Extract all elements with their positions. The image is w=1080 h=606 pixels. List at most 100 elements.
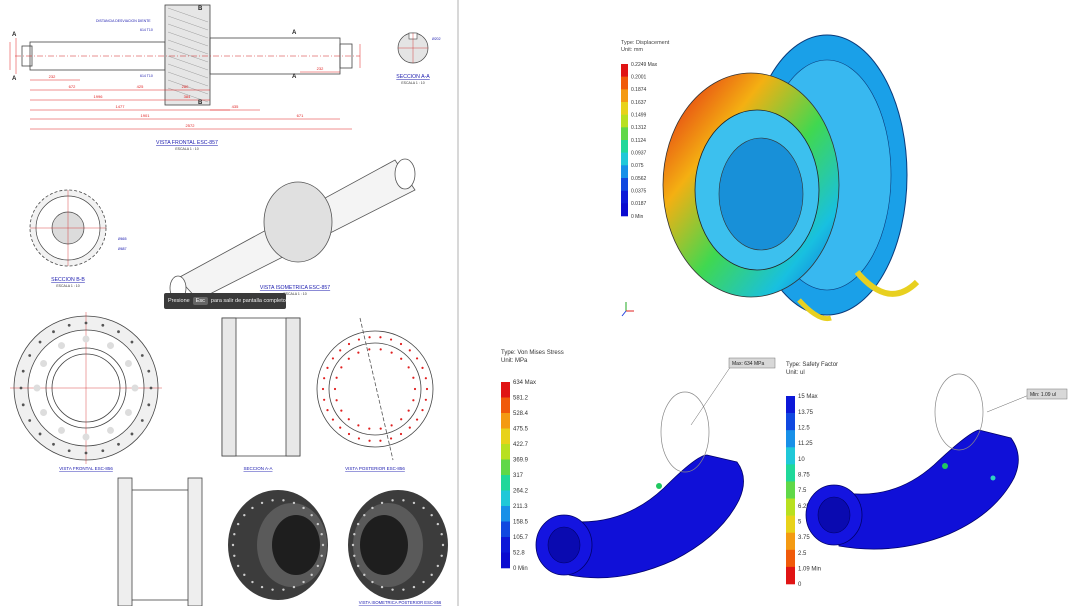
- legend-swatch: [786, 413, 795, 431]
- svg-text:B: B: [198, 6, 203, 12]
- legend-swatch: [621, 178, 628, 191]
- bolt-hole: [363, 513, 366, 517]
- legend-swatch: [621, 76, 628, 90]
- bolt-hole: [412, 585, 416, 589]
- svg-text:2572: 2572: [186, 123, 196, 128]
- bolt-hole: [353, 554, 356, 557]
- bolt-hole: [124, 409, 132, 416]
- iso-view-title: VISTA ISOMETRICA ESC-857: [260, 285, 330, 291]
- svg-text:614 T10: 614 T10: [140, 28, 153, 32]
- dimension-labels: 232 672 425 280 1996 384 1477 435 1901 6…: [49, 66, 324, 128]
- bolt-hole: [271, 588, 274, 591]
- sf-type-label: Type: Safety Factor: [786, 362, 838, 368]
- bolt-hole: [402, 588, 405, 591]
- legend-tick-label: 0 Min: [631, 214, 643, 220]
- drum-iso-render-1: [228, 490, 328, 600]
- bolt-hole: [316, 564, 320, 568]
- legend-swatch: [621, 64, 628, 77]
- bolt-hole: [310, 513, 313, 517]
- legend-tick-label: 528.4: [513, 411, 529, 417]
- legend-tick-label: 11.25: [798, 441, 813, 447]
- bolt-hole: [379, 439, 382, 442]
- vm-type-label: Type: Von Mises Stress: [501, 350, 564, 356]
- bolt-hole: [389, 437, 393, 440]
- legend-tick-label: 12.5: [798, 425, 810, 431]
- legend-tick-label: 2.5: [798, 551, 807, 557]
- legend-swatch: [786, 515, 795, 534]
- bolt-hole: [38, 432, 42, 436]
- legend-swatch: [786, 464, 795, 482]
- bolt-hole: [379, 427, 382, 430]
- bolt-hole: [84, 321, 88, 325]
- bolt-hole: [407, 409, 410, 412]
- bolt-hole: [21, 403, 25, 407]
- drum-side-view: [117, 477, 203, 606]
- bolt-hole: [415, 357, 419, 360]
- svg-text:1996: 1996: [94, 94, 104, 99]
- legend-tick-label: 264.2: [513, 489, 529, 495]
- fullscreen-tip-prefix: Presione: [168, 298, 190, 304]
- bolt-hole: [440, 554, 443, 557]
- bolt-hole: [320, 554, 323, 557]
- fea-canvas: Type: Displacement Unit: mm 0.2249 Max0.…: [501, 34, 1068, 588]
- bolt-hole: [147, 369, 151, 373]
- bolt-hole: [357, 338, 361, 341]
- brake-disc-model: [662, 34, 920, 322]
- svg-text:A: A: [292, 74, 297, 80]
- bolt-hole: [233, 533, 236, 536]
- bolt-hole: [302, 506, 305, 510]
- section-marks: A A A A B B: [12, 6, 297, 106]
- legend-tick-label: 0.1637: [631, 100, 647, 106]
- legend-tick-label: 13.75: [798, 410, 814, 416]
- bolt-hole: [357, 351, 360, 354]
- bolt-hole: [67, 323, 71, 327]
- bolt-hole: [408, 426, 411, 429]
- gear-teeth: [167, 7, 209, 103]
- safety-factor-result: Type: Safety Factor Unit: ul 15 Max13.75…: [786, 362, 1068, 588]
- bolt-hole: [430, 513, 433, 517]
- svg-text:Ø687: Ø687: [118, 247, 127, 251]
- bolt-hole: [391, 499, 394, 502]
- drum-rear-title: VISTA POSTERIOR ESC-856: [345, 466, 405, 471]
- sf-unit-label: Unit: ul: [786, 370, 805, 376]
- bolt-hole: [302, 580, 305, 584]
- legend-swatch: [501, 444, 510, 460]
- bolt-hole: [130, 432, 134, 436]
- section-bb-title: SECCION B-B: [51, 277, 85, 283]
- legend-swatch: [501, 521, 510, 538]
- legend-tick-label: 5: [798, 519, 802, 525]
- svg-text:384: 384: [184, 94, 191, 99]
- drum-iso-bolt-holes: [231, 499, 445, 591]
- shaft-isometric: [169, 158, 416, 301]
- bolt-hole: [402, 499, 405, 502]
- legend-tick-label: 369.9: [513, 458, 529, 464]
- bolt-hole: [412, 399, 415, 402]
- bolt-hole: [320, 533, 323, 536]
- bolt-hole: [436, 522, 440, 526]
- bolt-hole: [130, 340, 134, 344]
- bolt-hole: [38, 340, 42, 344]
- legend-swatch: [501, 428, 510, 445]
- section-aa-title: SECCION A-A: [396, 74, 430, 80]
- esc-key-badge[interactable]: Esc: [192, 297, 208, 305]
- bolt-hole: [271, 499, 274, 502]
- bolt-hole: [379, 336, 382, 339]
- bolt-hole: [430, 573, 433, 577]
- bolt-hole: [412, 376, 415, 379]
- legend-tick-label: 0.2001: [631, 74, 647, 80]
- bolt-hole: [415, 418, 419, 421]
- bolt-hole: [101, 449, 105, 453]
- legend-tick-label: 7.5: [798, 488, 807, 494]
- legend-tick-label: 0 Min: [513, 566, 528, 572]
- bolt-hole: [58, 426, 65, 434]
- bolt-hole: [356, 564, 360, 568]
- bolt-hole: [251, 506, 254, 510]
- bolt-hole: [340, 366, 343, 369]
- bolt-hole: [440, 533, 443, 536]
- svg-text:425: 425: [137, 84, 144, 89]
- front-view-scale: ESCALA 1 : 10: [175, 147, 198, 151]
- svg-text:DISTANCIA DESVIACION DIENTE: DISTANCIA DESVIACION DIENTE: [96, 19, 151, 23]
- bolt-hole: [82, 433, 90, 441]
- drawing-canvas: 232 672 425 280 1996 384 1477 435 1901 6…: [9, 4, 448, 606]
